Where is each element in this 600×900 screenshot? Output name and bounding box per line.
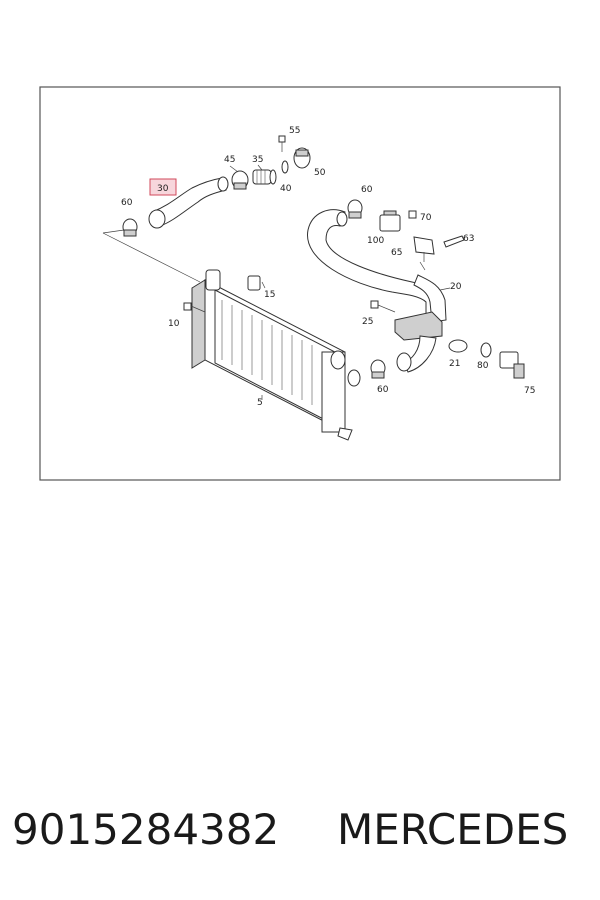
callout-30-highlight: [149, 178, 177, 196]
sensor-100: [379, 210, 401, 232]
callout-40[interactable]: 40: [280, 184, 292, 194]
callout-80[interactable]: 80: [477, 361, 489, 371]
clamp-60-right-top: [347, 199, 363, 219]
valve-75: [499, 351, 525, 379]
clamp-45: [231, 170, 249, 190]
oring-40: [281, 160, 289, 174]
charge-air-hose-30: [148, 176, 229, 229]
bolt-10: [183, 302, 206, 313]
callout-55[interactable]: 55: [289, 126, 300, 136]
sensor-65: [413, 236, 435, 262]
callout-35[interactable]: 35: [252, 155, 263, 165]
connector-35: [252, 169, 277, 185]
callout-10[interactable]: 10: [168, 319, 180, 329]
bracket-15: [247, 275, 261, 291]
callout-60-left[interactable]: 60: [121, 198, 133, 208]
oring-80: [480, 342, 492, 358]
callout-63[interactable]: 63: [463, 234, 474, 244]
callout-60-right-bottom[interactable]: 60: [377, 385, 389, 395]
callout-50[interactable]: 50: [314, 168, 326, 178]
brand-name: MERCEDES: [337, 805, 569, 854]
diagram-frame: [39, 86, 561, 481]
callout-15[interactable]: 15: [264, 290, 275, 300]
intercooler: [191, 269, 361, 441]
callout-75[interactable]: 75: [524, 386, 535, 396]
clamp-50: [293, 147, 311, 169]
parts-diagram: 30 45 35 55 40 50 60 60 60 70 100 65 63 …: [39, 86, 561, 481]
gasket-21: [448, 339, 468, 353]
callout-20[interactable]: 20: [450, 282, 462, 292]
callout-5[interactable]: 5: [257, 398, 263, 408]
callout-30[interactable]: 30: [157, 184, 169, 194]
callout-60-right-top[interactable]: 60: [361, 185, 373, 195]
callout-65[interactable]: 65: [391, 248, 402, 258]
bolt-55: [278, 135, 286, 152]
callout-100[interactable]: 100: [367, 236, 384, 246]
bracket-63: [443, 235, 465, 248]
bolt-70: [408, 210, 417, 219]
footer: 9015284382 MERCEDES: [0, 800, 600, 860]
bracket-assembly: [394, 311, 443, 373]
callout-45[interactable]: 45: [224, 155, 235, 165]
part-number: 9015284382: [12, 805, 280, 854]
clamp-60-left: [122, 218, 138, 237]
bolt-25: [370, 300, 396, 313]
callout-21[interactable]: 21: [449, 359, 460, 369]
callout-70[interactable]: 70: [420, 213, 432, 223]
clamp-60-right-bottom: [370, 359, 386, 379]
leader-lines: [102, 164, 451, 400]
callout-25[interactable]: 25: [362, 317, 373, 327]
